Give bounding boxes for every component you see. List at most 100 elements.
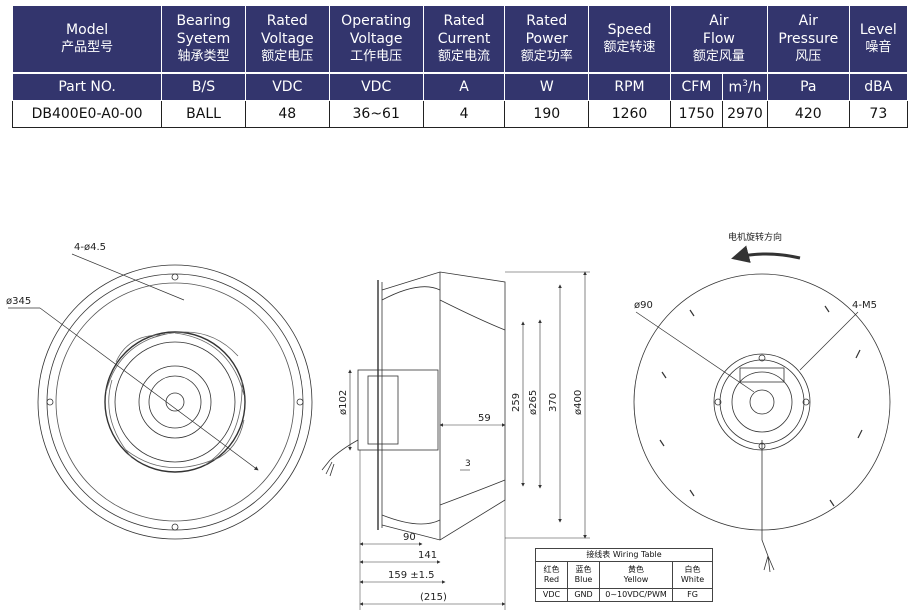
value-rated-power: 190 xyxy=(504,100,590,128)
front-blade xyxy=(204,379,243,466)
value-rated-current: 4 xyxy=(422,100,506,128)
unit-m3h: m3/h xyxy=(721,72,768,101)
unit-part-no: Part NO. xyxy=(11,72,163,101)
label-holes: 4-ø4.5 xyxy=(74,242,106,253)
unit-vdc-operating: VDC xyxy=(328,72,424,101)
side-cable xyxy=(329,439,359,461)
side-motor-housing xyxy=(357,369,439,451)
label-d259: 259 xyxy=(511,393,522,412)
rotation-arrow xyxy=(731,245,801,263)
label-d400: ø400 xyxy=(573,390,584,415)
label-m5: 4-M5 xyxy=(852,300,877,311)
unit-rpm: RPM xyxy=(588,72,671,101)
side-blade xyxy=(381,286,441,301)
leader-line xyxy=(71,253,185,301)
value-cfm: 1750 xyxy=(669,100,723,128)
value-part-no: DB400E0-A0-00 xyxy=(11,100,163,128)
back-tick xyxy=(857,429,863,439)
label-back-d90: ø90 xyxy=(634,300,653,311)
front-blade xyxy=(151,331,239,357)
leader-line xyxy=(799,311,859,371)
value-speed: 1260 xyxy=(588,100,671,128)
label-d59: 59 xyxy=(478,413,491,424)
spec-units-row: Part NO. B/S VDC VDC A W RPM CFM m3/h Pa… xyxy=(11,72,909,101)
func-pwm: 0~10VDC/PWM xyxy=(599,588,673,602)
unit-vdc: VDC xyxy=(244,72,330,101)
label-d141: 141 xyxy=(418,550,437,561)
front-ring-1 xyxy=(46,273,304,531)
back-tick xyxy=(689,489,695,497)
back-view xyxy=(633,245,891,573)
func-fg: FG xyxy=(671,588,714,602)
label-d265: ø265 xyxy=(528,390,539,415)
value-rated-voltage: 48 xyxy=(244,100,330,128)
front-view xyxy=(8,253,313,540)
side-motor-inner xyxy=(367,375,399,445)
back-motor-center xyxy=(749,389,775,415)
spec-values-row: DB400E0-A0-00 BALL 48 36~61 4 190 1260 1… xyxy=(11,100,909,128)
side-blade xyxy=(439,299,506,331)
mounting-hole xyxy=(46,398,54,406)
side-impeller-outline xyxy=(381,271,506,541)
front-outer-circle xyxy=(37,264,313,540)
value-bearing: BALL xyxy=(161,100,246,128)
back-tick xyxy=(855,349,861,359)
back-tick xyxy=(661,371,667,379)
unit-dba: dBA xyxy=(848,72,909,101)
value-level: 73 xyxy=(848,100,909,128)
side-blade xyxy=(381,514,441,525)
front-hub-circle xyxy=(138,365,212,439)
m5-hole xyxy=(714,398,722,406)
func-vdc: VDC xyxy=(535,588,568,602)
back-tick xyxy=(659,439,665,447)
label-d3: 3 xyxy=(465,459,471,469)
wiring-title: 接线表 Wiring Table xyxy=(534,548,714,562)
front-inlet-circle xyxy=(104,331,246,473)
side-cable-end xyxy=(321,459,335,477)
unit-pa: Pa xyxy=(766,72,850,101)
value-pressure: 420 xyxy=(766,100,850,128)
front-blade xyxy=(105,333,166,393)
label-d215: (215) xyxy=(420,592,447,603)
m5-hole xyxy=(758,354,766,362)
leader-line xyxy=(39,307,259,471)
mounting-hole xyxy=(296,398,304,406)
front-blade xyxy=(174,332,245,396)
mounting-hole xyxy=(171,523,179,531)
back-tick xyxy=(829,499,835,507)
front-hub-inner xyxy=(148,375,202,429)
func-gnd: GND xyxy=(567,588,600,602)
mounting-hole xyxy=(171,273,179,281)
front-blade xyxy=(213,419,245,461)
unit-cfm: CFM xyxy=(669,72,723,101)
back-cable-end xyxy=(763,555,775,573)
front-blade xyxy=(115,334,161,363)
back-motor-ring xyxy=(719,359,805,445)
label-d345: ø345 xyxy=(6,296,31,307)
value-operating-voltage: 36~61 xyxy=(328,100,424,128)
back-cable xyxy=(761,440,769,557)
back-motor-hub xyxy=(731,371,793,433)
m5-hole xyxy=(802,398,810,406)
back-label-plate xyxy=(739,367,785,383)
back-tick xyxy=(824,305,830,313)
unit-w: W xyxy=(504,72,590,101)
unit-bs: B/S xyxy=(161,72,246,101)
front-blade xyxy=(108,379,133,459)
value-m3h: 2970 xyxy=(721,100,768,128)
side-blade xyxy=(439,479,506,506)
